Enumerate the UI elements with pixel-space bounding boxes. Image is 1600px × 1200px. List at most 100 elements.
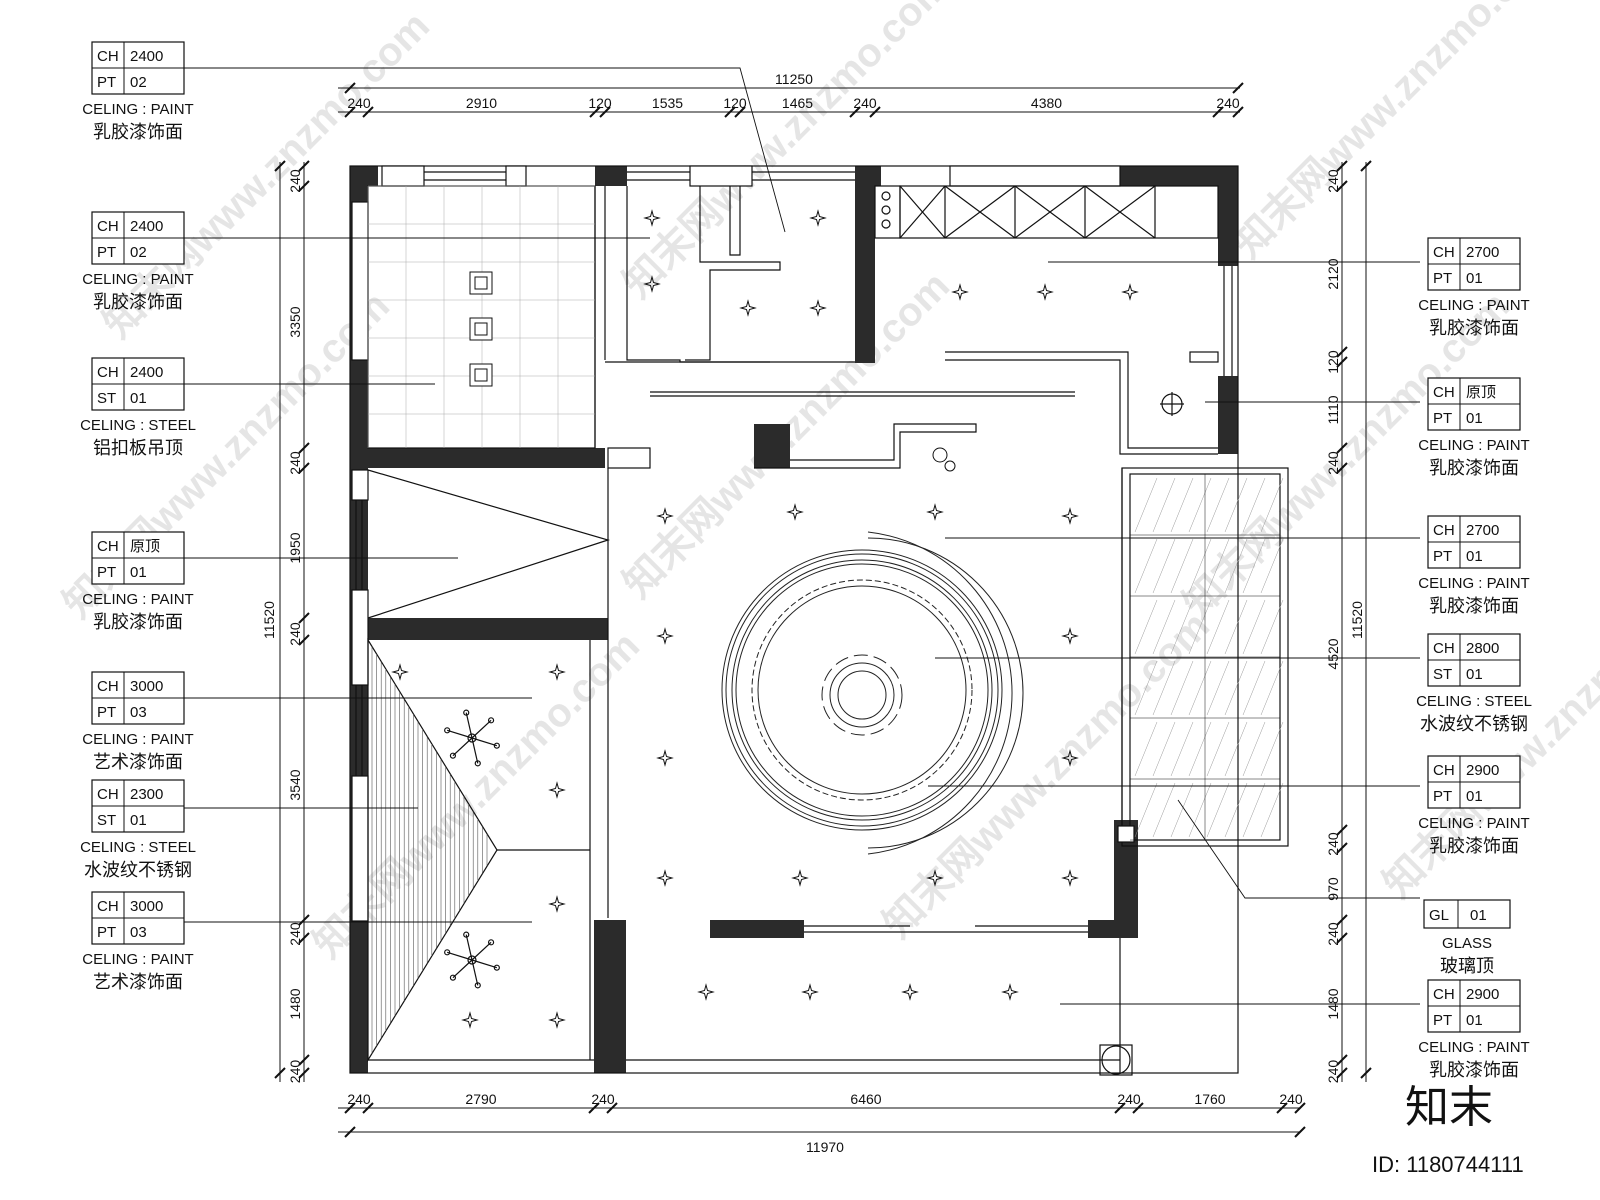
tag-key: PT bbox=[1433, 548, 1452, 565]
tag-code: 02 bbox=[130, 74, 147, 91]
tag-key: CH bbox=[97, 538, 119, 555]
downlight-icon bbox=[643, 275, 661, 293]
downlight-icon bbox=[791, 869, 809, 887]
tag-key: PT bbox=[1433, 410, 1452, 427]
downlight-icon bbox=[656, 507, 674, 525]
tag-key: CH bbox=[97, 364, 119, 381]
dimension-label: 240 bbox=[287, 451, 303, 475]
tag-key: CH bbox=[1433, 762, 1455, 779]
dimension-label: 2790 bbox=[465, 1091, 496, 1107]
tag-key: PT bbox=[1433, 788, 1452, 805]
dimension-label: 11970 bbox=[806, 1139, 844, 1155]
downlight-icon bbox=[951, 283, 969, 301]
tag-key: PT bbox=[97, 74, 116, 91]
downlight-icon bbox=[1061, 749, 1079, 767]
tag-material: CELING : PAINT bbox=[1418, 297, 1529, 314]
tag-height: 原顶 bbox=[130, 538, 160, 555]
tag-height: 2900 bbox=[1466, 762, 1499, 779]
dimension-label: 240 bbox=[1325, 832, 1341, 856]
dimension-label: 120 bbox=[588, 95, 612, 111]
dimension-lines bbox=[279, 87, 1367, 1133]
downlight-icon bbox=[1001, 983, 1019, 1001]
tag-code: 03 bbox=[130, 924, 147, 941]
tag-material-cn: 乳胶漆饰面 bbox=[93, 612, 183, 632]
tag-material: CELING : PAINT bbox=[82, 951, 193, 968]
dimension-ticks bbox=[274, 82, 1372, 1138]
downlight-icon bbox=[786, 503, 804, 521]
tag-key: CH bbox=[1433, 244, 1455, 261]
dimension-label: 1535 bbox=[652, 95, 683, 111]
dimension-label: 11520 bbox=[1349, 601, 1365, 639]
watermark-text: 知末网www.znzmo.com bbox=[1225, 0, 1568, 266]
dimension-label: 240 bbox=[1325, 1060, 1341, 1084]
tag-code: 02 bbox=[130, 244, 147, 261]
tag-material-cn: 铝扣板吊顶 bbox=[93, 438, 183, 458]
downlight-icon bbox=[809, 209, 827, 227]
tag-material-cn: 乳胶漆饰面 bbox=[1429, 1060, 1519, 1080]
tag-key: CH bbox=[97, 218, 119, 235]
tag-code: 01 bbox=[1466, 666, 1483, 683]
floor-plan bbox=[349, 165, 1289, 1076]
dimension-label: 3540 bbox=[287, 769, 303, 800]
downlight-icon bbox=[391, 663, 409, 681]
tag-key: GL bbox=[1429, 907, 1449, 924]
downlight-icon bbox=[697, 983, 715, 1001]
downlight-icon bbox=[926, 503, 944, 521]
downlight-icon bbox=[901, 983, 919, 1001]
dimension-label: 2910 bbox=[466, 95, 497, 111]
watermark-text: 知末网www.znzmo.com bbox=[615, 0, 958, 306]
tag-height: 3000 bbox=[130, 898, 163, 915]
leader-lines bbox=[92, 67, 1420, 1005]
tag-material-cn: 水波纹不锈钢 bbox=[1420, 714, 1528, 734]
dimension-label: 240 bbox=[287, 1060, 303, 1084]
downlight-icon bbox=[656, 869, 674, 887]
tag-height: 3000 bbox=[130, 678, 163, 695]
tag-code: 01 bbox=[130, 564, 147, 581]
tag-material-cn: 艺术漆饰面 bbox=[93, 972, 183, 992]
tag-material: GLASS bbox=[1442, 935, 1492, 952]
dimension-label: 11520 bbox=[261, 601, 277, 639]
tag-code: 01 bbox=[1466, 1012, 1483, 1029]
downlight-icon bbox=[461, 1011, 479, 1029]
downlight-icon bbox=[643, 209, 661, 227]
dimension-label: 120 bbox=[723, 95, 747, 111]
dimension-label: 1110 bbox=[1325, 395, 1341, 424]
dimension-label: 4520 bbox=[1325, 638, 1341, 669]
downlight-icon bbox=[548, 663, 566, 681]
downlight-icon bbox=[1061, 627, 1079, 645]
tag-key: CH bbox=[97, 898, 119, 915]
tag-height: 2400 bbox=[130, 218, 163, 235]
tag-key: CH bbox=[97, 48, 119, 65]
downlight-icon bbox=[548, 1011, 566, 1029]
tag-key: ST bbox=[97, 390, 116, 407]
tag-material: CELING : STEEL bbox=[1416, 693, 1532, 710]
downlight-icon bbox=[548, 781, 566, 799]
tag-height: 2700 bbox=[1466, 244, 1499, 261]
tag-material-cn: 乳胶漆饰面 bbox=[1429, 318, 1519, 338]
tag-material-cn: 乳胶漆饰面 bbox=[93, 122, 183, 142]
tag-key: CH bbox=[1433, 384, 1455, 401]
tag-key: PT bbox=[97, 564, 116, 581]
tag-code: 01 bbox=[1470, 907, 1487, 924]
tag-material-cn: 乳胶漆饰面 bbox=[93, 292, 183, 312]
chandelier-icon bbox=[444, 709, 500, 767]
downlight-icon bbox=[801, 983, 819, 1001]
tag-key: PT bbox=[97, 704, 116, 721]
dimension-label: 1480 bbox=[287, 988, 303, 1019]
tag-height: 2300 bbox=[130, 786, 163, 803]
tag-height: 2400 bbox=[130, 364, 163, 381]
chandelier-icon bbox=[444, 931, 500, 989]
downlight-icon bbox=[1061, 869, 1079, 887]
dimension-label: 240 bbox=[1325, 922, 1341, 946]
tag-height: 2400 bbox=[130, 48, 163, 65]
tag-material: CELING : PAINT bbox=[1418, 437, 1529, 454]
tag-material-cn: 乳胶漆饰面 bbox=[1429, 596, 1519, 616]
